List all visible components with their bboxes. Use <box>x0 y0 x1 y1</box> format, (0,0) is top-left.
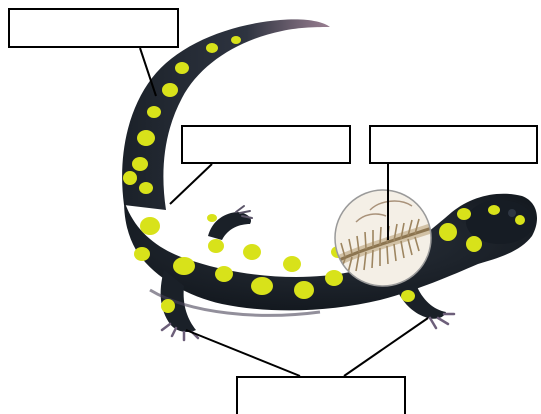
leader-line-legs-right <box>344 318 428 376</box>
leader-line-legs-left <box>186 330 300 376</box>
label-box-legs[interactable] <box>236 376 406 414</box>
leader-line-body <box>170 164 212 204</box>
label-box-spine[interactable] <box>369 125 538 164</box>
spine-magnifier <box>335 190 432 286</box>
label-box-tail[interactable] <box>8 8 179 48</box>
label-box-body[interactable] <box>181 125 351 164</box>
salamander-eye <box>508 209 516 217</box>
